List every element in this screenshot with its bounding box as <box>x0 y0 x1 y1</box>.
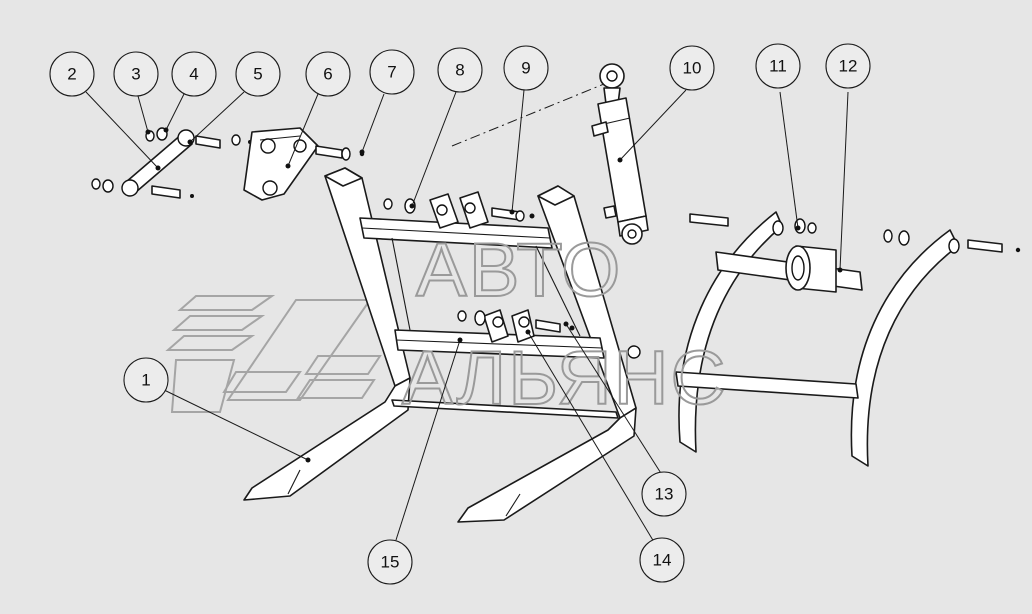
svg-text:8: 8 <box>455 61 464 80</box>
callout-3: 3 <box>113 51 159 97</box>
callout-5: 5 <box>235 51 281 97</box>
callout-7: 7 <box>369 49 415 95</box>
leader-lines <box>85 89 849 543</box>
svg-text:5: 5 <box>253 65 262 84</box>
svg-text:4: 4 <box>189 65 198 84</box>
svg-text:9: 9 <box>521 59 530 78</box>
svg-text:6: 6 <box>323 65 332 84</box>
callout-14: 14 <box>639 537 685 583</box>
callout-12: 12 <box>825 43 871 89</box>
svg-text:10: 10 <box>683 59 702 78</box>
callout-10: 10 <box>669 45 715 91</box>
callout-9: 9 <box>503 45 549 91</box>
hydraulic-cylinder <box>591 63 649 245</box>
callout-6: 6 <box>305 51 351 97</box>
callout-1: 1 <box>123 357 169 403</box>
callout-15: 15 <box>367 539 413 585</box>
svg-text:12: 12 <box>839 57 858 76</box>
svg-text:13: 13 <box>655 485 674 504</box>
callout-11: 11 <box>755 43 801 89</box>
svg-text:1: 1 <box>141 371 150 390</box>
grab-arms <box>675 211 1021 467</box>
svg-text:15: 15 <box>381 553 400 572</box>
linkage-assembly <box>91 127 252 199</box>
callout-13: 13 <box>641 471 687 517</box>
callout-2: 2 <box>49 51 95 97</box>
svg-text:7: 7 <box>387 63 396 82</box>
svg-text:14: 14 <box>653 551 672 570</box>
watermark-logo <box>165 295 382 413</box>
axis-line <box>451 83 605 147</box>
svg-text:11: 11 <box>769 57 787 76</box>
watermark: АВТО АЛЬЯНС <box>401 227 727 422</box>
watermark-line1: АВТО <box>416 228 622 313</box>
watermark-line2: АЛЬЯНС <box>402 336 727 421</box>
svg-text:2: 2 <box>67 65 76 84</box>
bracket-plate <box>243 127 365 201</box>
callout-8: 8 <box>437 47 483 93</box>
fork-frame <box>243 167 641 523</box>
callout-4: 4 <box>171 51 217 97</box>
svg-text:3: 3 <box>131 65 140 84</box>
